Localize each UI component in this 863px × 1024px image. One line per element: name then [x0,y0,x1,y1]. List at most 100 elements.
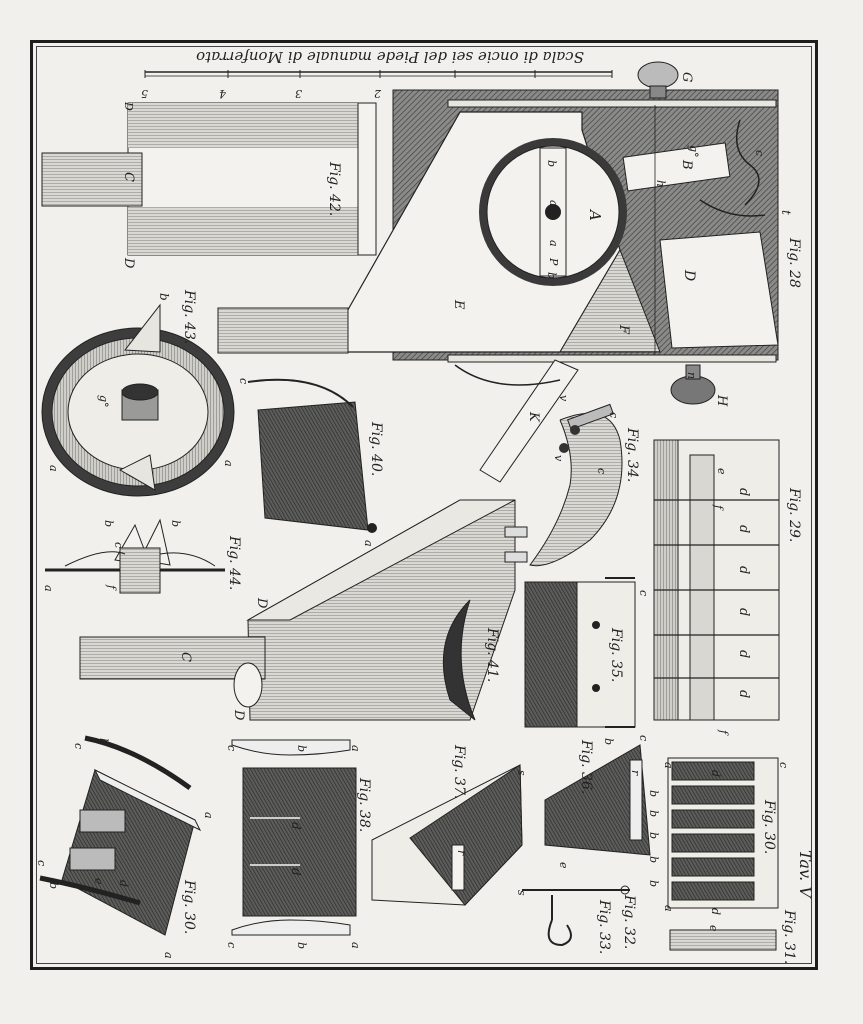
fig35-drawing [524,577,636,728]
letter-c: c [607,412,620,418]
letter-P: P [547,257,560,266]
scale-number: 5 [141,87,148,100]
letter-e: e [557,862,570,869]
letter-c: c [35,860,48,866]
letter-B: B [679,159,694,170]
letter-go: g° [97,395,110,408]
fig41-label: Fig. 41. [484,627,500,682]
letter-a: a [42,585,55,592]
fig43-drawing [41,303,235,497]
letter-s: s [515,890,528,896]
letter-b: b [47,882,60,889]
fig43-label: Fig. 43. [181,289,197,344]
letter-d: d [736,566,751,574]
letter-C: C [121,172,136,182]
letter-K: K [526,411,541,423]
letter-a: a [349,942,362,949]
letter-c: c [595,468,608,474]
letter-d: d [709,770,722,777]
fig30b-label: Fig. 30. [181,879,197,934]
letter-h: h [654,180,667,187]
letter-b: b [102,520,115,527]
letter-c: c [225,745,238,751]
letter-v: v [552,455,565,462]
letter-D: D [231,709,246,721]
letter-b: b [647,810,660,817]
letter-D: D [121,257,136,269]
letter-E: E [451,299,466,310]
fig44-label: Fig. 44. [226,535,242,590]
letter-d: d [736,608,751,616]
letter-c: c [637,735,650,741]
letter-c: c [112,542,125,548]
scale-bar [144,70,613,78]
scale-number: 4 [219,87,227,100]
letter-D: D [254,597,269,609]
letter-a: a [547,240,560,247]
scale-caption-group: Scala di oncie sei del Piede manuale di … [196,48,584,66]
letter-c: c [753,150,766,156]
letter-a: a [662,762,675,769]
letter-d: d [736,690,751,698]
letter-G: G [679,72,694,82]
letter-b: b [295,942,308,949]
fig38-label: Fig. 38. [356,777,372,832]
scale-number: 2 [374,87,382,100]
letter-go: g° [687,145,700,158]
letter-A: A [586,208,604,221]
letter-n: n [685,372,698,379]
letter-c: c [72,743,85,749]
scale-number: 3 [295,87,302,100]
letter-b: b [97,738,110,745]
fig28-label: Fig. 28 [786,237,802,288]
fig30-left-drawing [39,735,202,936]
letter-e: e [707,925,720,932]
letter-b: b [647,790,660,797]
letter-b: b [545,272,558,279]
letter-c: c [237,378,250,384]
letter-c: c [225,942,238,948]
fig28-drawing [217,61,779,483]
letter-d: d [736,488,751,496]
letter-a: a [222,460,235,467]
letter-f: f [105,584,118,591]
fig31-fig30-drawing [667,757,779,951]
fig34-drawing [529,403,623,567]
letter-a: a [662,905,675,912]
fig32-label: Fig. 32. [621,894,637,949]
letter-d: d [709,908,722,915]
letter-f: f [712,504,725,511]
letter-e: e [92,878,105,885]
letter-s: s [515,770,528,776]
fig41-drawing [79,499,528,721]
fig36-label: Fig. 36. [578,739,594,794]
fig40-label: Fig. 40. [368,421,384,476]
letter-d: d [736,650,751,658]
letter-D: D [681,269,697,281]
fig42-drawing [41,102,377,256]
fig35-label: Fig. 35. [608,627,624,682]
letter-b: b [295,745,308,752]
letter-b: b [169,520,182,527]
letter-b: b [647,832,660,839]
letter-C: C [178,652,193,662]
letter-d: d [289,822,303,830]
letter-f: f [717,729,730,736]
letter-b: b [602,738,615,745]
fig29-label: Fig. 29. [786,487,802,542]
letter-a: a [349,745,362,752]
letter-t: t [779,210,793,215]
letter-a: a [162,952,175,959]
fig44-drawing [45,518,225,594]
letter-a: a [47,465,60,472]
letter-d: d [736,525,751,533]
fig36-drawing [544,744,651,856]
letter-a: a [362,540,375,547]
fig30a-label: Fig. 30. [761,799,777,854]
letter-b: b [647,856,660,863]
letter-F: F [616,324,631,335]
letter-H: H [714,394,729,407]
